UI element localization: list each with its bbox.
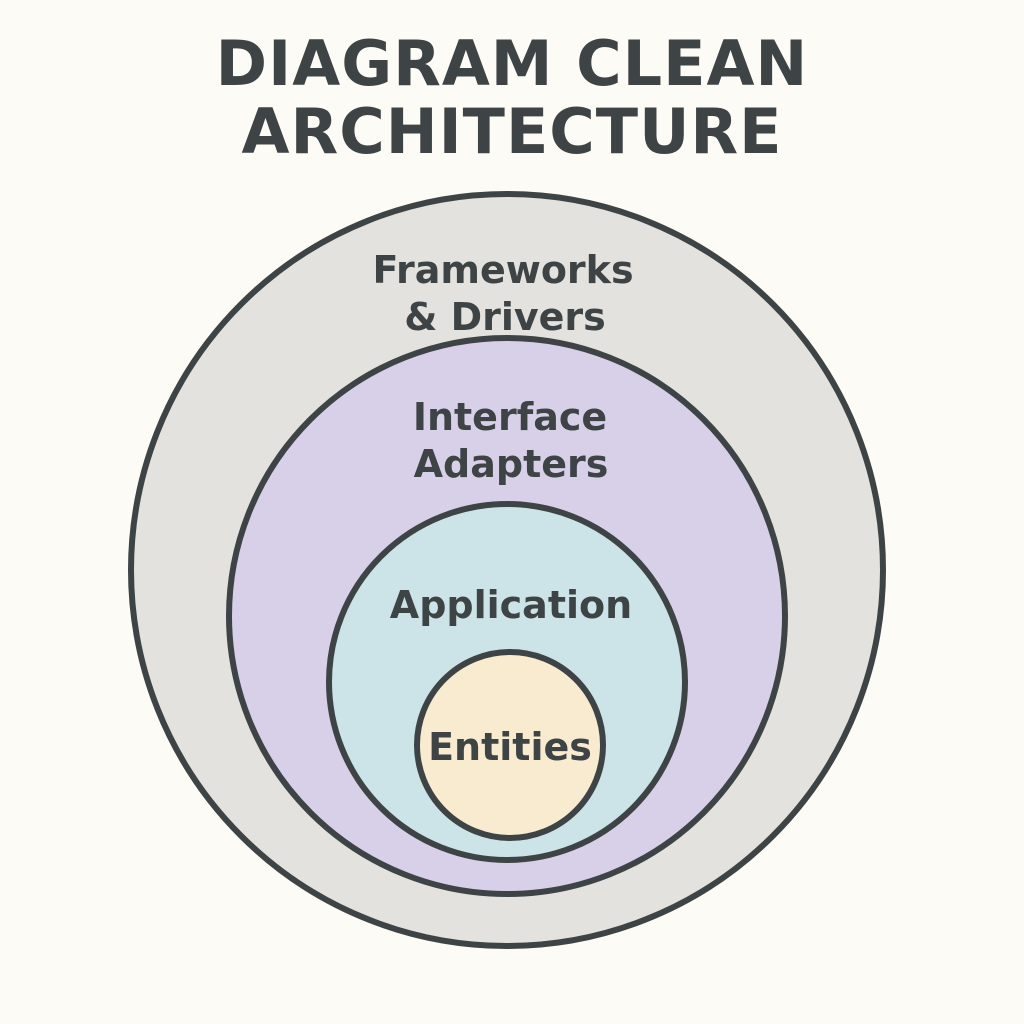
- label-interface-line-2: Adapters: [414, 442, 609, 486]
- label-entities: Entities: [428, 725, 592, 769]
- label-application: Application: [390, 583, 632, 627]
- label-interface-line-1: Interface: [413, 395, 607, 439]
- ring-entities: [414, 649, 606, 841]
- page-title: DIAGRAM CLEAN ARCHITECTURE: [0, 30, 1024, 166]
- title-line-2: ARCHITECTURE: [241, 95, 783, 168]
- label-frameworks-line-2: & Drivers: [404, 295, 606, 339]
- label-frameworks-line-1: Frameworks: [372, 248, 633, 292]
- title-line-1: DIAGRAM CLEAN: [215, 27, 809, 100]
